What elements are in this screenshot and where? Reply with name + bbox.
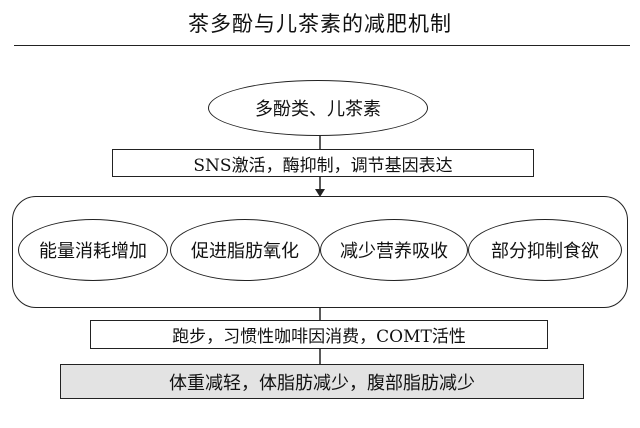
outcome-box: 体重减轻，体脂肪减少，腹部脂肪减少 [60,364,584,399]
effect-label: 促进脂肪氧化 [191,241,299,262]
outcome-label: 体重减轻，体脂肪减少，腹部脂肪减少 [169,372,475,394]
mechanism-box: SNS激活，酶抑制，调节基因表达 [112,149,534,177]
effect-node-absorption: 减少营养吸收 [320,219,468,281]
modifiers-label: 跑步，习惯性咖啡因消费，COMT活性 [172,327,466,347]
source-label: 多酚类、儿茶素 [255,99,381,120]
effect-label: 能量消耗增加 [39,241,147,262]
diagram-title: 茶多酚与儿茶素的减肥机制 [188,12,452,36]
title-underline [14,45,630,46]
effect-node-fat-oxidation: 促进脂肪氧化 [170,219,320,281]
effect-label: 部分抑制食欲 [491,241,599,262]
mechanism-label: SNS激活，酶抑制，调节基因表达 [193,155,453,176]
effect-node-energy: 能量消耗增加 [18,219,168,281]
effect-label: 减少营养吸收 [340,241,448,262]
effect-node-appetite: 部分抑制食欲 [468,219,622,281]
source-node: 多酚类、儿茶素 [208,80,428,136]
modifiers-box: 跑步，习惯性咖啡因消费，COMT活性 [90,320,548,349]
